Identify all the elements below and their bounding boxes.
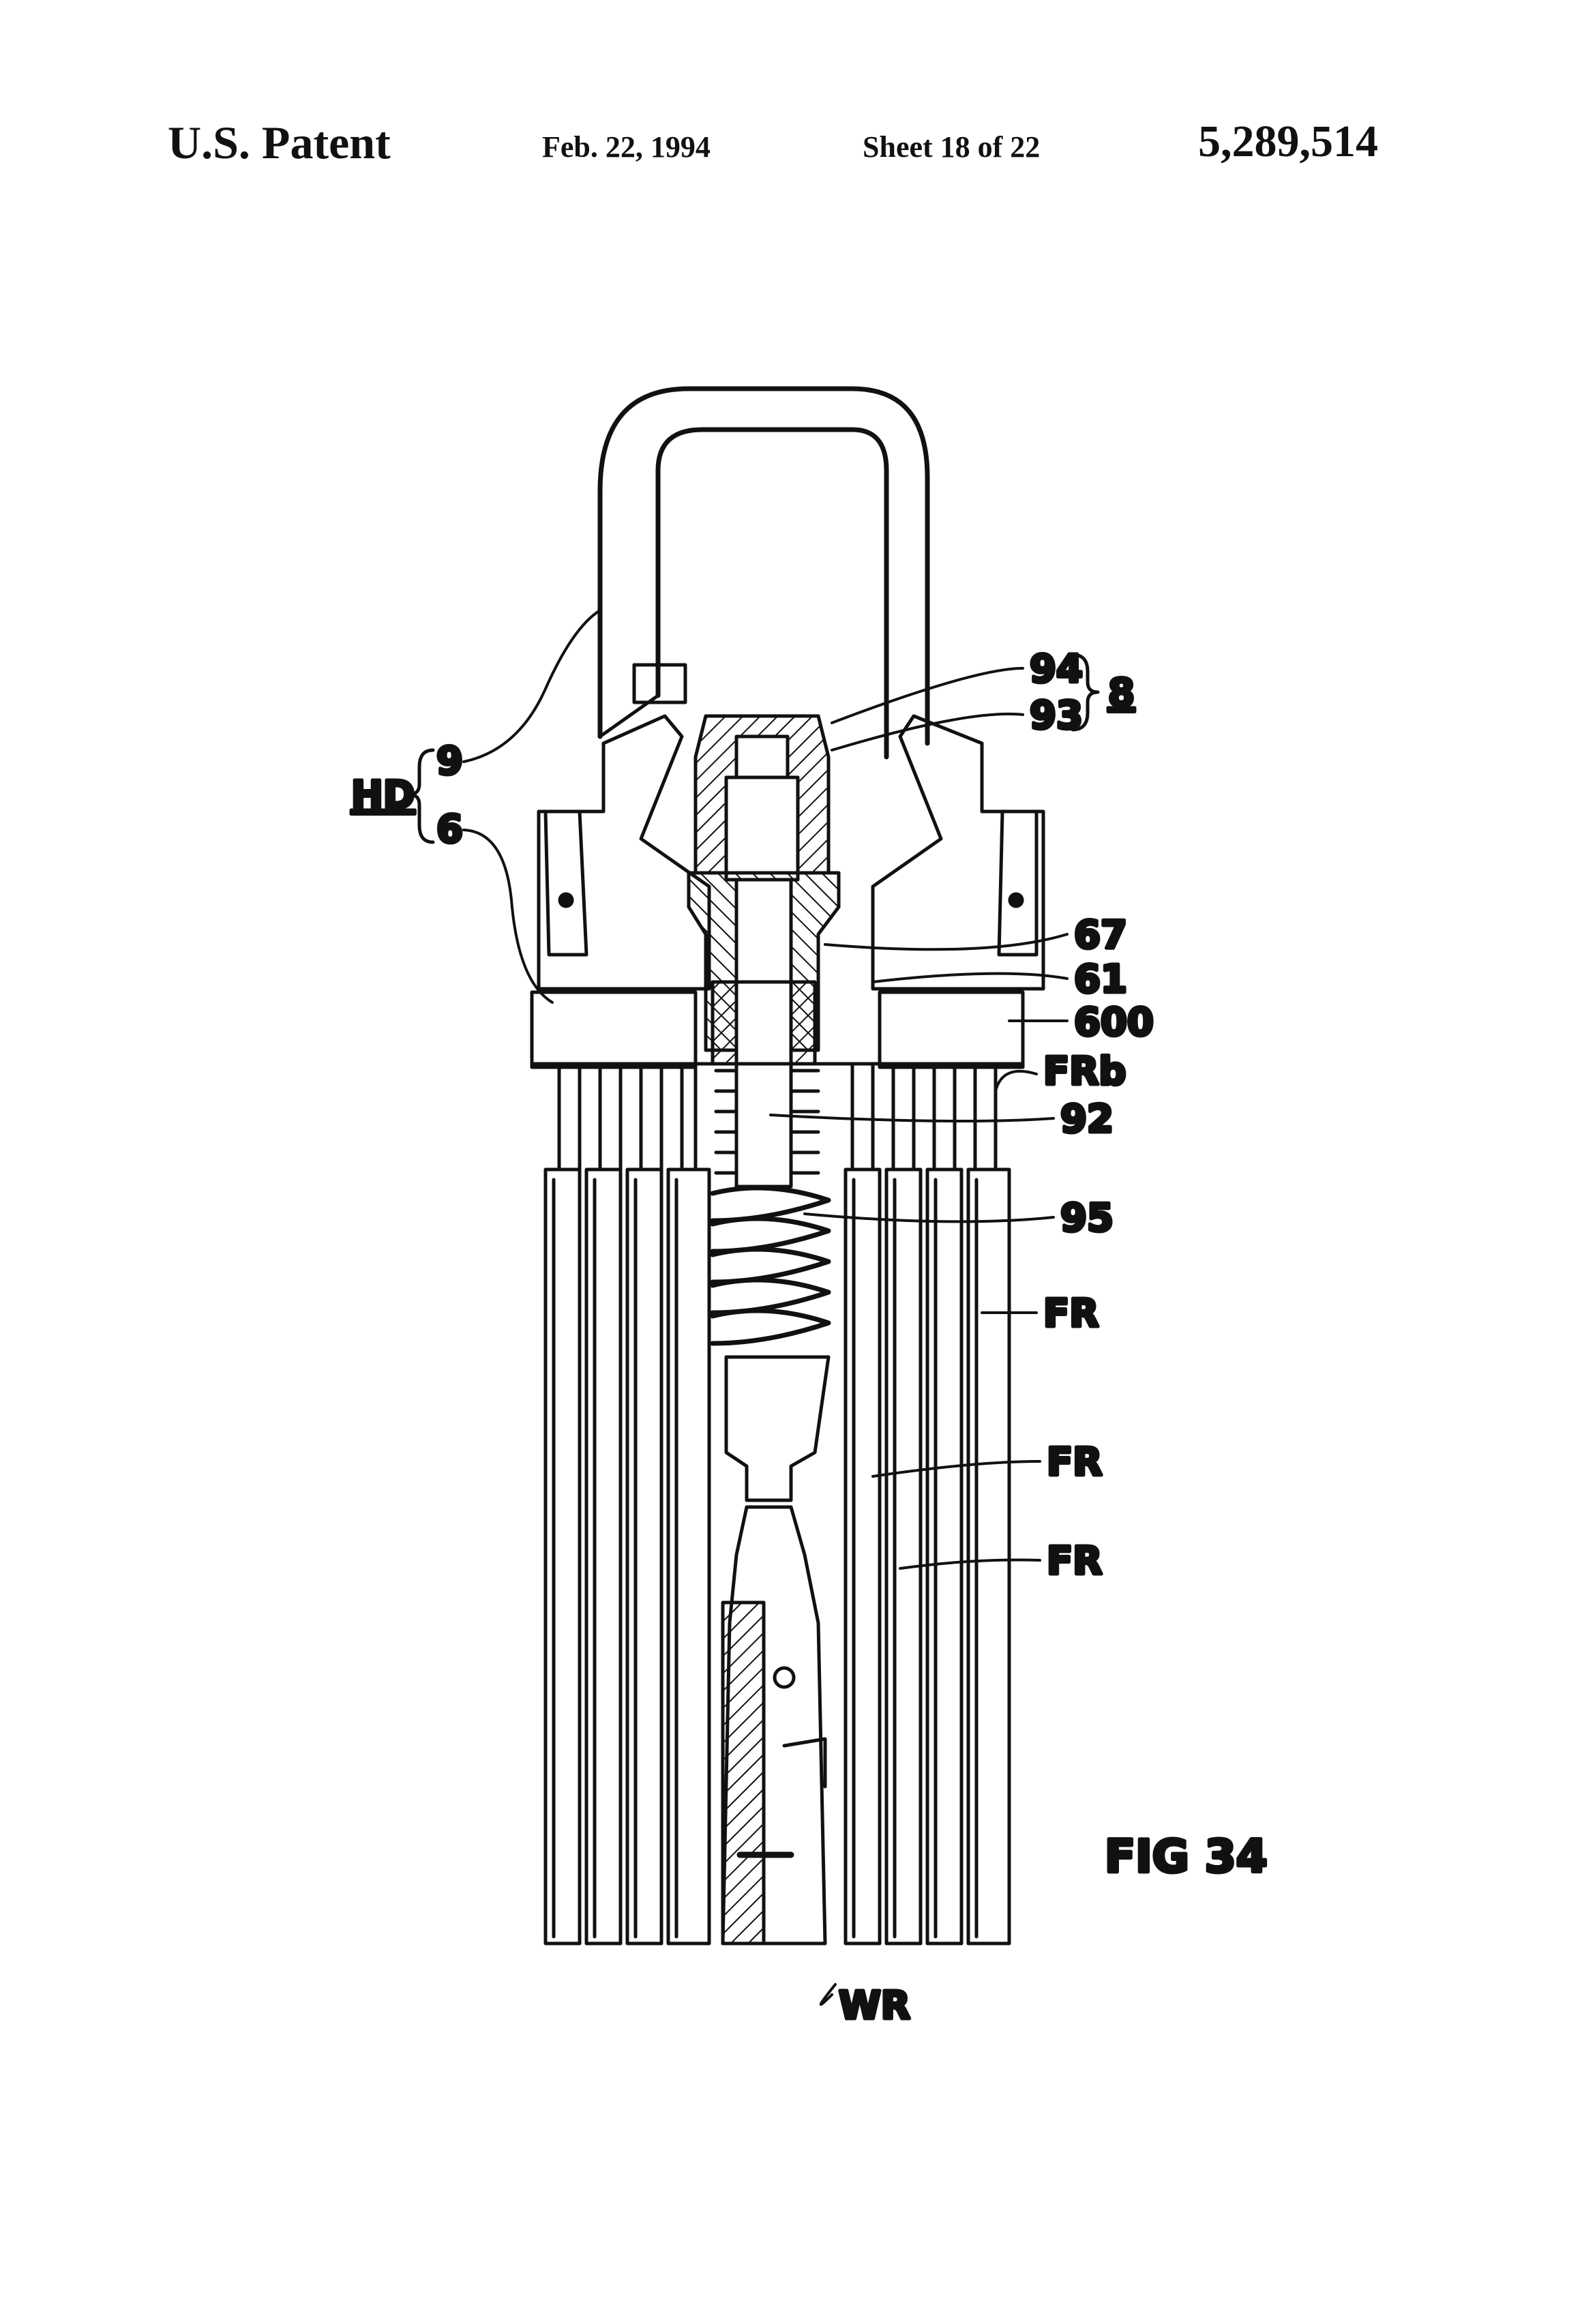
- patent-number: 5,289,514: [1198, 117, 1378, 166]
- label-92: 92: [1060, 1097, 1114, 1142]
- sheet-number: Sheet 18 of 22: [863, 130, 1041, 164]
- label-9: 9: [436, 739, 463, 784]
- inner-spring: [714, 1062, 820, 1189]
- head-plate: [530, 714, 1045, 1069]
- label-93: 93: [1030, 694, 1083, 738]
- figure-caption: FIG 34: [1105, 1830, 1268, 1883]
- guide-tube: [721, 1355, 831, 1946]
- label-95: 95: [1060, 1196, 1114, 1240]
- label-600: 600: [1074, 1000, 1154, 1045]
- brace-8: [1071, 653, 1100, 732]
- label-6: 6: [436, 807, 463, 852]
- patent-date: Feb. 22, 1994: [542, 130, 711, 164]
- central-spindle: [687, 714, 841, 1073]
- label-FR-1: FR: [1043, 1292, 1099, 1336]
- label-FRb: FRb: [1043, 1049, 1126, 1094]
- fuel-rods-left: [543, 1062, 711, 1946]
- label-94: 94: [1030, 647, 1083, 691]
- patent-title: U.S. Patent: [168, 117, 391, 168]
- label-67: 67: [1074, 913, 1127, 957]
- label-8: 8: [1108, 671, 1135, 715]
- label-WR: WR: [839, 1984, 910, 2028]
- brace-HD: [407, 748, 435, 844]
- leader-lines: [462, 609, 1069, 2006]
- compression-spring: [710, 1185, 831, 1346]
- label-61: 61: [1074, 957, 1127, 1002]
- handle-bail: [597, 386, 930, 760]
- label-FR-2: FR: [1047, 1440, 1102, 1485]
- fuel-rods-right: [844, 1062, 1011, 1946]
- label-HD: HD: [351, 773, 415, 818]
- label-FR-3: FR: [1047, 1539, 1102, 1583]
